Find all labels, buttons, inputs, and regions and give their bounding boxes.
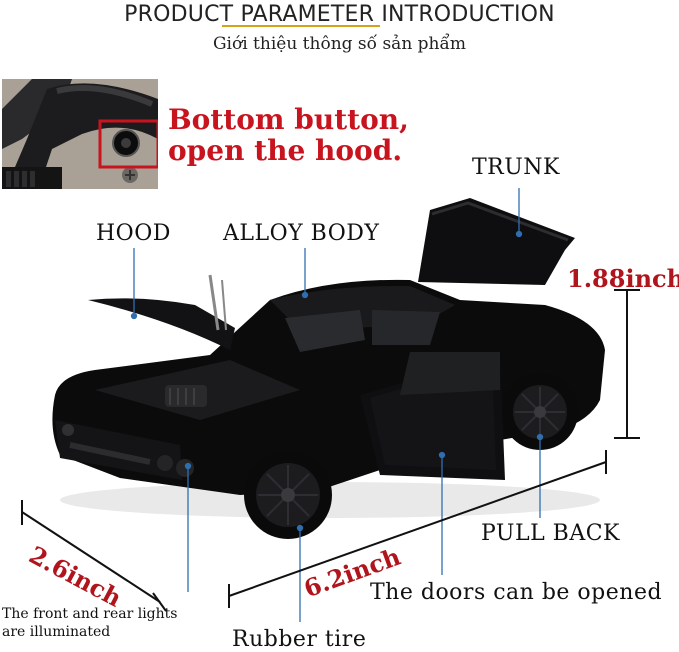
callout-line-2: open the hood.: [168, 134, 403, 167]
dimension-height: 1.88inch: [567, 264, 679, 293]
page-subtitle: Giới thiệu thông số sản phẩm: [212, 34, 467, 54]
label-lights-line-1: The front and rear lights: [2, 606, 178, 622]
label-lights-line-2: are illuminated: [2, 624, 111, 640]
title-underline: [222, 25, 380, 27]
trunk-lid: [418, 198, 575, 285]
label-trunk: TRUNK: [472, 155, 560, 180]
callout-line-1: Bottom button,: [168, 103, 409, 136]
hood: [88, 298, 235, 350]
hood-button-closeup-image: [2, 79, 158, 189]
closeup-illustration: [2, 79, 158, 189]
front-wheel: [244, 451, 332, 539]
label-rubber-tire: Rubber tire: [232, 627, 367, 652]
label-doors: The doors can be opened: [370, 580, 663, 605]
rear-wheel: [502, 374, 578, 450]
label-hood: HOOD: [96, 221, 171, 246]
page-title: PRODUCT PARAMETER INTRODUCTION: [124, 2, 555, 27]
label-pull-back: PULL BACK: [481, 521, 620, 546]
label-alloy-body: ALLOY BODY: [223, 221, 380, 246]
